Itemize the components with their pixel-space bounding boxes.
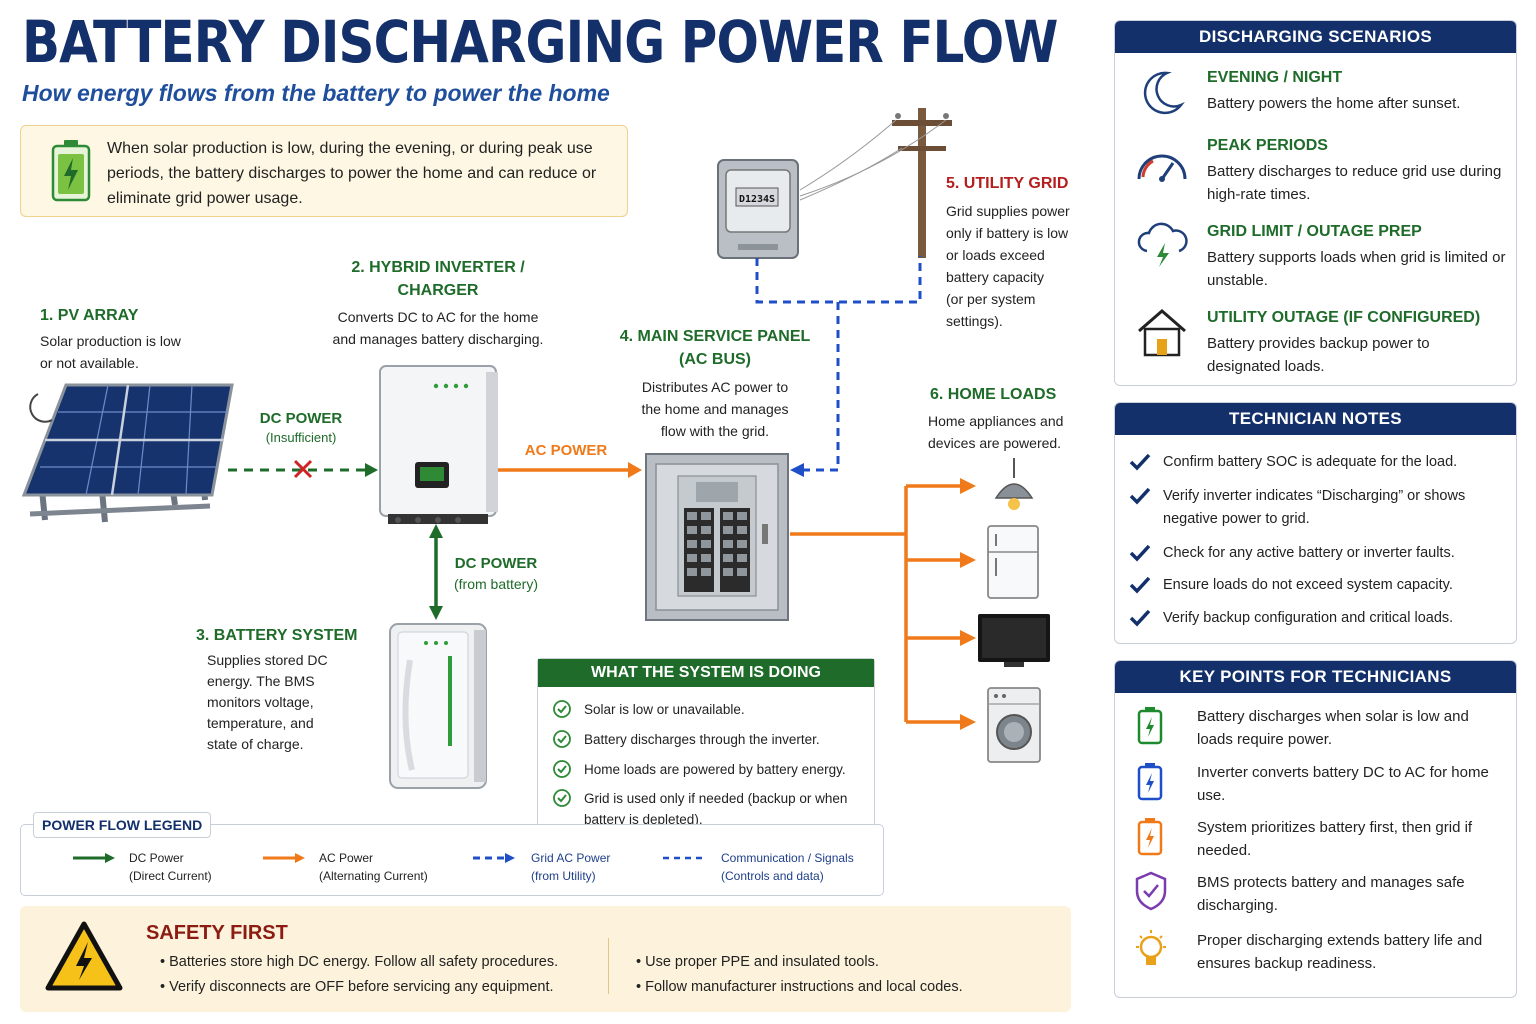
grid-desc: Grid supplies power only if battery is l… — [946, 203, 1070, 329]
checkmark-icon — [1129, 544, 1151, 562]
grid-arrow-icon — [473, 853, 515, 863]
scenarios-panel: DISCHARGING SCENARIOS EVENING / NIGHT Ba… — [1114, 20, 1517, 386]
lamp-icon — [994, 458, 1034, 510]
cloud-bolt-icon — [1137, 222, 1188, 267]
power-flow-legend: POWER FLOW LEGEND DC Power(Direct Curren… — [20, 812, 884, 896]
battery-desc: Supplies stored DC energy. The BMS monit… — [207, 652, 328, 752]
loads-title: 6. HOME LOADS — [930, 386, 1057, 403]
warning-icon — [45, 921, 123, 991]
inverter-title-2: CHARGER — [397, 282, 479, 299]
battery-green-icon — [1137, 707, 1163, 745]
safety-item: • Batteries store high DC energy. Follow… — [160, 954, 559, 970]
check-circle-icon — [553, 700, 571, 718]
dc-arrow-icon — [73, 853, 115, 863]
utility-pole-icon — [799, 108, 952, 258]
meter-reading: D1234S — [739, 194, 775, 205]
battery-unit-icon — [389, 623, 487, 789]
checkmark-icon — [1129, 453, 1151, 471]
lightbulb-icon — [1136, 930, 1166, 965]
inverter-desc-2: and manages battery discharging. — [332, 331, 544, 347]
safety-box: SAFETY FIRST • Batteries store high DC e… — [20, 906, 1071, 1012]
battery-charging-icon — [51, 140, 91, 202]
television-icon — [978, 614, 1050, 667]
solar-panel-icon — [21, 383, 234, 523]
intro-box: When solar production is low, during the… — [20, 125, 628, 217]
system-status-box: WHAT THE SYSTEM IS DOING Solar is low or… — [537, 658, 875, 838]
service-panel-icon — [645, 453, 789, 621]
ac-arrow-icon — [263, 853, 305, 863]
checkmark-icon — [1129, 576, 1151, 594]
pv-dc-label: DC POWER — [259, 410, 343, 427]
pv-desc-1: Solar production is low — [40, 333, 181, 349]
grid-title: 5. UTILITY GRID — [946, 175, 1069, 192]
page-title: BATTERY DISCHARGING POWER FLOW — [22, 8, 1058, 76]
safety-item: • Follow manufacturer instructions and l… — [636, 979, 963, 995]
washer-icon — [987, 687, 1041, 763]
comm-line-icon — [663, 856, 705, 860]
system-status-title: WHAT THE SYSTEM IS DOING — [538, 659, 874, 687]
key-points-panel: KEY POINTS FOR TECHNICIANS Battery disch… — [1114, 660, 1517, 998]
intro-text: When solar production is low, during the… — [107, 140, 597, 207]
inverter-title-1: 2. HYBRID INVERTER / — [351, 259, 525, 276]
pv-desc-2: or not available. — [40, 355, 139, 371]
moon-icon — [1143, 71, 1185, 115]
key-points-title: KEY POINTS FOR TECHNICIANS — [1115, 661, 1516, 693]
panel-desc-2: the home and manages — [641, 401, 789, 417]
inverter-icon — [379, 365, 498, 524]
page-subtitle: How energy flows from the battery to pow… — [22, 80, 610, 106]
blocked-x-icon — [293, 459, 313, 479]
safety-title: SAFETY FIRST — [146, 922, 288, 944]
pv-dc-sub: (Insufficient) — [265, 430, 337, 445]
loads-desc-1: Home appliances and — [928, 413, 1064, 429]
battery-blue-icon — [1137, 763, 1163, 801]
gauge-icon — [1137, 154, 1187, 182]
battery-dc-label: DC POWER — [454, 555, 538, 572]
battery-dc-sub: (from battery) — [453, 576, 538, 592]
shield-icon — [1135, 871, 1167, 911]
check-circle-icon — [553, 789, 571, 807]
check-circle-icon — [553, 760, 571, 778]
house-icon — [1138, 309, 1186, 357]
safety-item: • Use proper PPE and insulated tools. — [636, 954, 879, 970]
safety-item: • Verify disconnects are OFF before serv… — [160, 979, 554, 995]
check-circle-icon — [553, 730, 571, 748]
legend-title: POWER FLOW LEGEND — [33, 812, 212, 838]
ac-power-label: AC POWER — [524, 442, 608, 459]
moon-icon — [29, 393, 53, 423]
loads-desc-2: devices are powered. — [928, 435, 1062, 451]
technician-notes-panel: TECHNICIAN NOTES Confirm battery SOC is … — [1114, 402, 1517, 644]
electric-meter-icon — [717, 159, 799, 259]
battery-orange-icon — [1137, 818, 1163, 856]
panel-title-2: (AC BUS) — [679, 351, 751, 368]
inverter-desc-1: Converts DC to AC for the home — [337, 309, 539, 325]
flow-diagram: D1234S — [21, 108, 1050, 789]
fridge-icon — [987, 525, 1039, 599]
battery-title: 3. BATTERY SYSTEM — [196, 627, 358, 644]
panel-desc-1: Distributes AC power to — [641, 379, 789, 395]
pv-title: 1. PV ARRAY — [40, 307, 139, 324]
panel-title-1: 4. MAIN SERVICE PANEL — [619, 328, 811, 345]
notes-title: TECHNICIAN NOTES — [1115, 403, 1516, 435]
checkmark-icon — [1129, 487, 1151, 505]
scenarios-title: DISCHARGING SCENARIOS — [1115, 21, 1516, 53]
panel-desc-3: flow with the grid. — [660, 423, 770, 439]
checkmark-icon — [1129, 609, 1151, 627]
